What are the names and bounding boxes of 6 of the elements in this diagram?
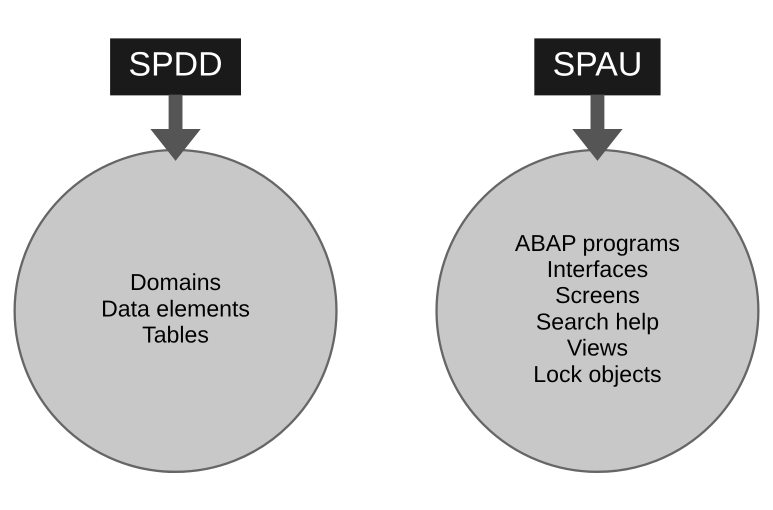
arrow (572, 94, 623, 160)
node-box: SPAU (534, 38, 661, 95)
node-circle: Domains Data elements Tables (13, 148, 338, 472)
node-box: SPDD (110, 38, 241, 95)
arrow (150, 94, 201, 160)
node-circle: ABAP programs Interfaces Screens Search help Views Lock objects (435, 148, 760, 472)
